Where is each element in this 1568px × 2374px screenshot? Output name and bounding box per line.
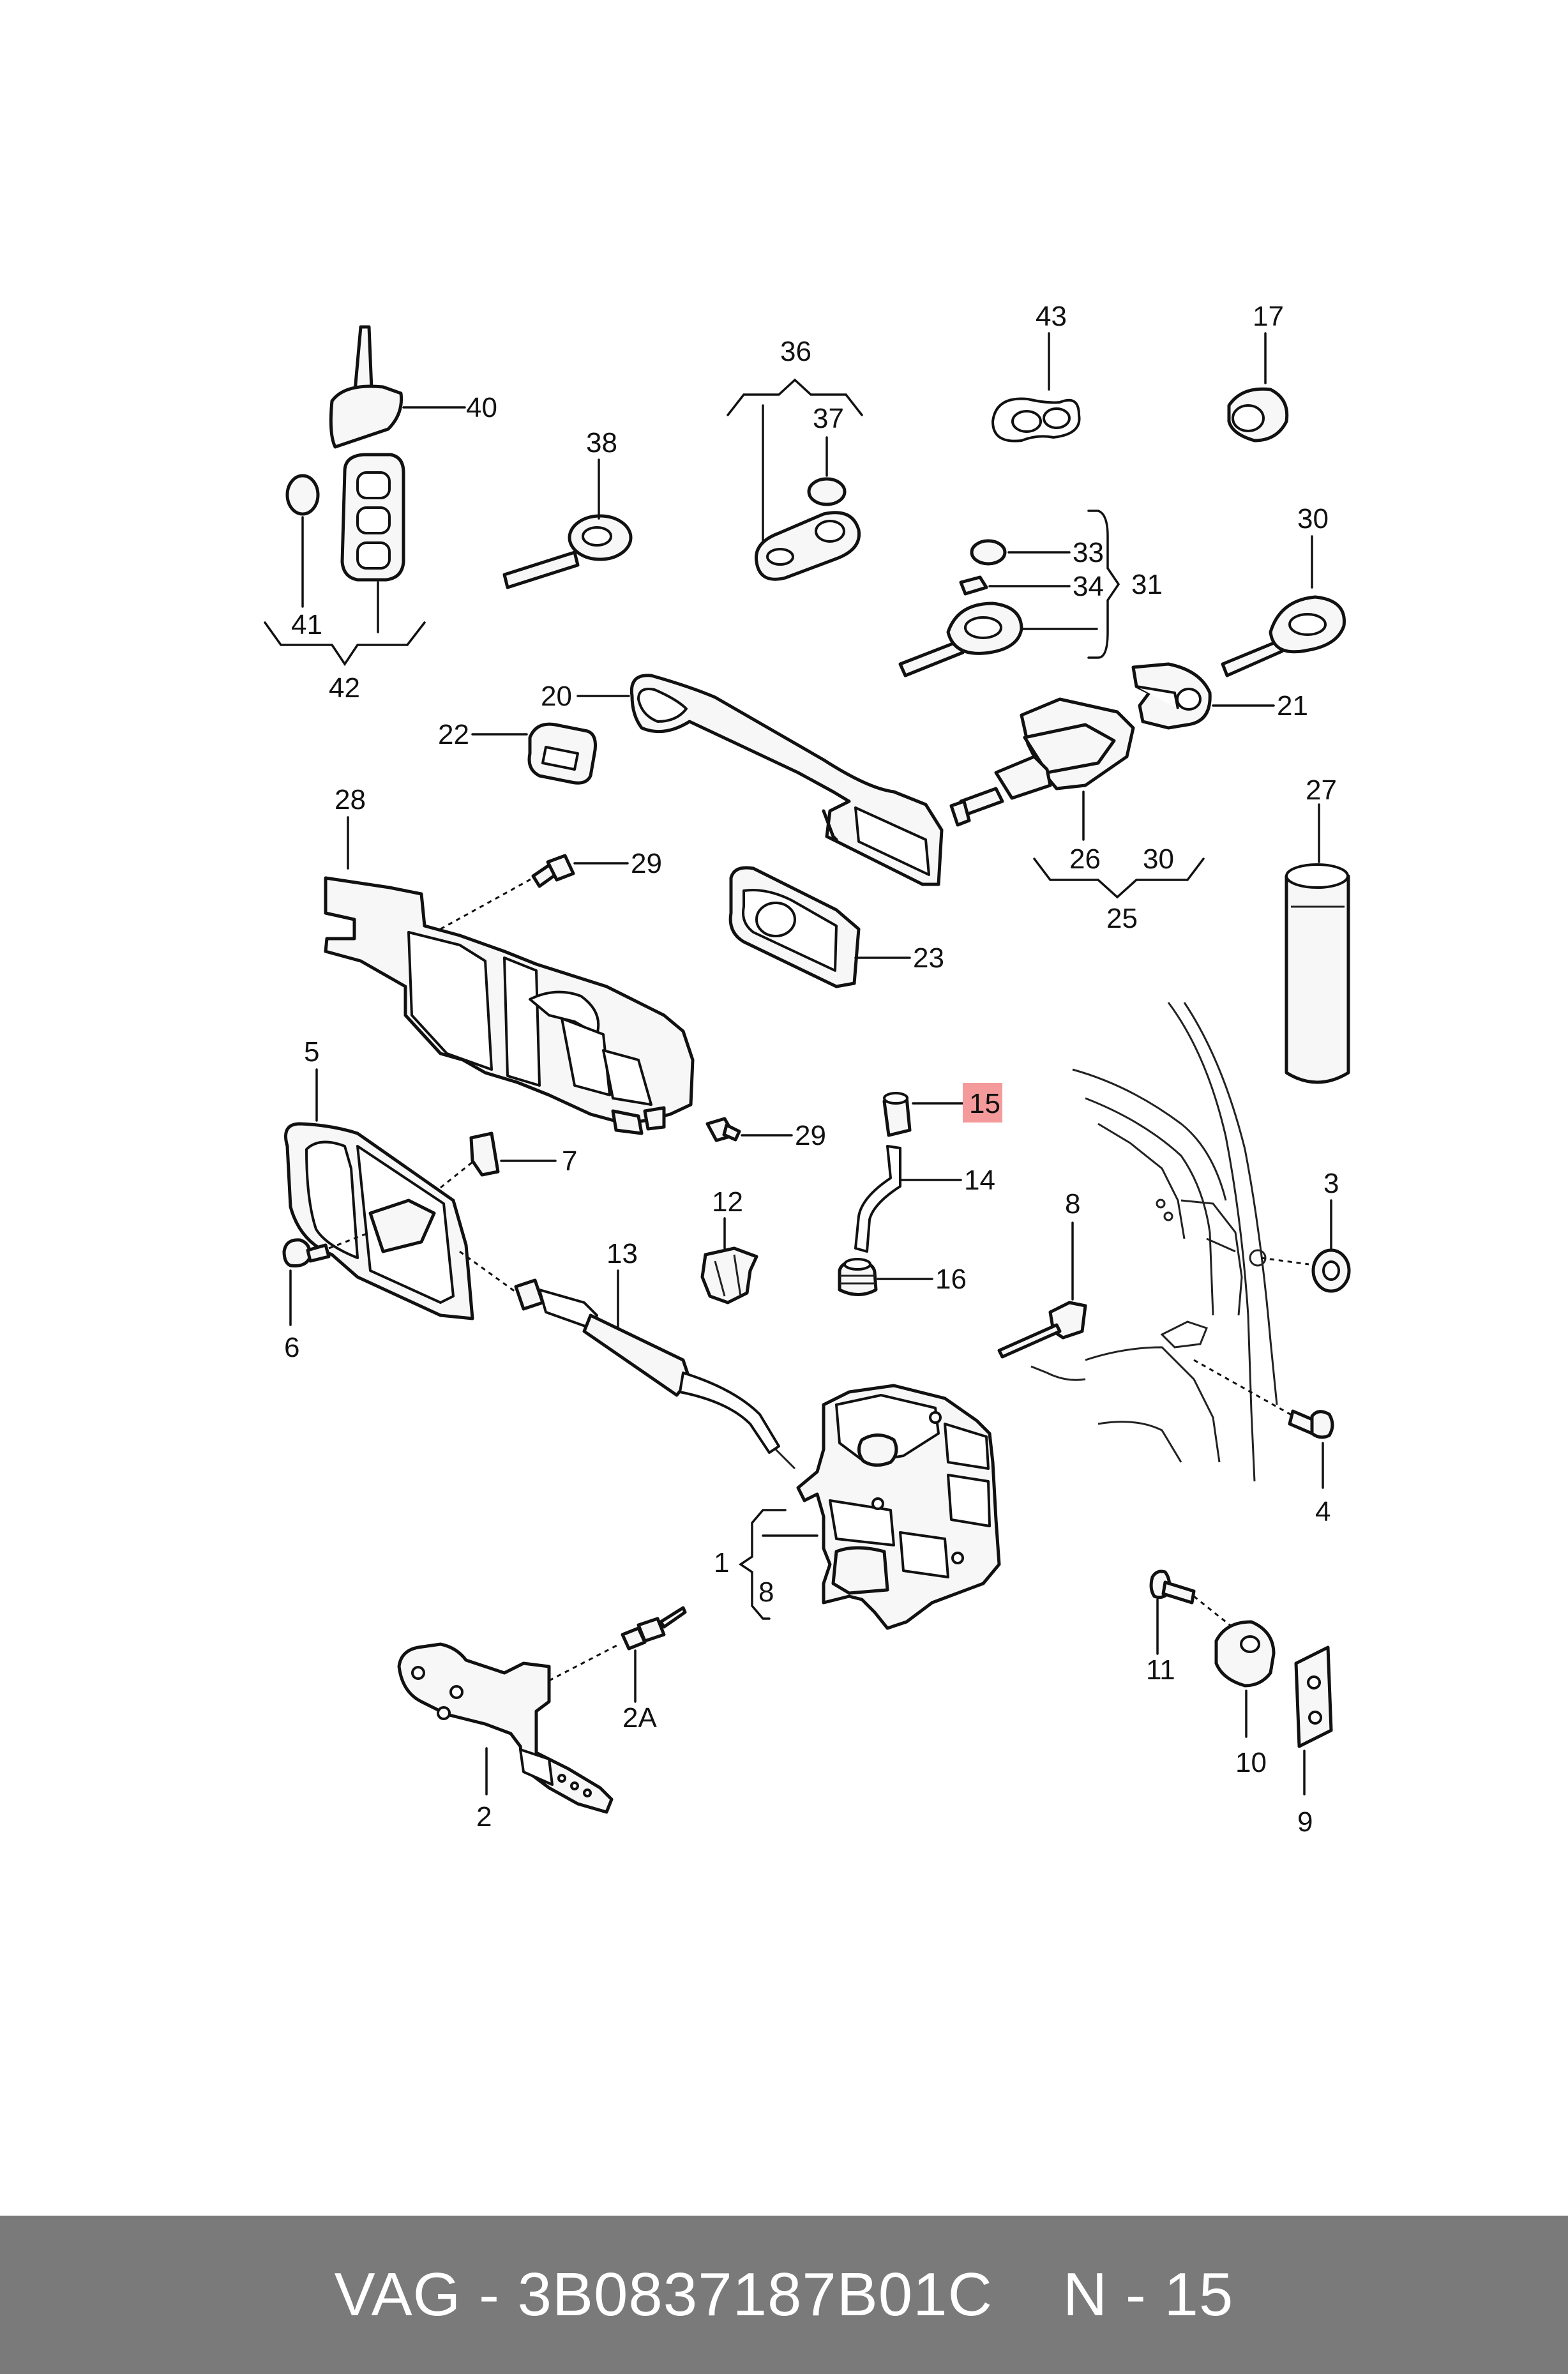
label-23: 23 <box>913 942 944 974</box>
label-21: 21 <box>1277 690 1308 722</box>
key-housing-part[interactable] <box>754 511 861 581</box>
label-6: 6 <box>284 1332 299 1363</box>
label-3: 3 <box>1323 1168 1339 1199</box>
trim-cap-part[interactable] <box>527 722 597 785</box>
label-1: 1 <box>714 1547 729 1578</box>
label-11: 11 <box>1146 1654 1175 1686</box>
lock-cylinder-part[interactable] <box>949 697 1135 827</box>
label-20: 20 <box>541 681 572 712</box>
label-15: 15 <box>969 1088 1000 1119</box>
screw-29-lower-part[interactable] <box>705 1117 741 1142</box>
label-7: 7 <box>562 1145 577 1177</box>
battery-ring-part[interactable] <box>285 474 320 516</box>
clip-7-part[interactable] <box>469 1131 500 1177</box>
label-38: 38 <box>586 427 617 458</box>
label-8-upper: 8 <box>1065 1188 1080 1220</box>
remote-control-part[interactable] <box>340 453 405 582</box>
handle-seal-part[interactable] <box>728 866 861 988</box>
inner-door-handle-part[interactable] <box>284 1122 474 1320</box>
door-lock-actuator-part[interactable] <box>796 1384 1001 1630</box>
striker-plate-part[interactable] <box>1214 1620 1276 1688</box>
door-frame-outline <box>1030 1002 1278 1482</box>
label-8-lower: 8 <box>758 1576 774 1608</box>
label-25: 25 <box>1106 903 1138 934</box>
label-34: 34 <box>1073 571 1104 602</box>
label-43: 43 <box>1036 301 1067 332</box>
label-10: 10 <box>1235 1747 1267 1778</box>
label-2: 2 <box>476 1801 492 1833</box>
label-28: 28 <box>335 784 366 815</box>
highlight-box <box>963 1083 1002 1123</box>
label-36: 36 <box>780 336 811 367</box>
label-37: 37 <box>813 403 844 434</box>
parts-diagram: 40 41 42 38 36 37 43 17 33 <box>264 301 1351 1838</box>
bolt-4-part[interactable] <box>1288 1409 1334 1439</box>
screw-6-part[interactable] <box>282 1238 331 1267</box>
label-4: 4 <box>1315 1496 1331 1527</box>
key-30-part[interactable] <box>1221 595 1346 677</box>
lock-rod-part[interactable] <box>854 1145 901 1253</box>
cable-part[interactable] <box>514 1278 796 1470</box>
label-42: 42 <box>329 672 360 704</box>
label-22: 22 <box>438 719 469 750</box>
label-5: 5 <box>304 1036 319 1068</box>
cap-33-part[interactable] <box>970 539 1007 566</box>
label-14: 14 <box>964 1165 995 1196</box>
clip-part[interactable] <box>700 1246 758 1304</box>
label-29-upper: 29 <box>631 848 662 879</box>
key-fob-blade-part[interactable] <box>329 325 403 449</box>
footer-position: N - 15 <box>1062 2260 1234 2329</box>
button-cap-part[interactable] <box>807 477 847 506</box>
footer-part-number: 3B0837187B01C <box>517 2260 993 2329</box>
screw-29-upper-part[interactable] <box>531 854 575 888</box>
bolt-11-part[interactable] <box>1149 1569 1196 1605</box>
handle-carrier-part[interactable] <box>324 876 695 1135</box>
label-2a: 2A <box>622 1702 657 1734</box>
key-blank-part[interactable] <box>502 514 633 589</box>
switch-8-part[interactable] <box>997 1301 1087 1359</box>
lock-cover-part[interactable] <box>1131 662 1212 730</box>
label-33: 33 <box>1073 537 1104 568</box>
label-29-lower: 29 <box>795 1120 826 1151</box>
lock-cylinder-cap-part[interactable] <box>1227 387 1289 442</box>
label-40: 40 <box>466 392 497 423</box>
lubricant-can-part[interactable] <box>1285 863 1350 1084</box>
footer-separator: - <box>478 2260 500 2329</box>
grommet-part[interactable] <box>1311 1248 1351 1293</box>
label-26: 26 <box>1069 843 1101 875</box>
label-27: 27 <box>1306 775 1337 806</box>
lock-knob-part[interactable] <box>882 1092 912 1137</box>
label-12: 12 <box>712 1186 743 1218</box>
key-31-part[interactable] <box>898 601 1023 677</box>
label-17: 17 <box>1253 301 1284 332</box>
label-30-lower: 30 <box>1143 843 1174 875</box>
label-41: 41 <box>291 609 322 640</box>
rod-guide-part[interactable] <box>838 1258 878 1296</box>
footer-brand: VAG <box>334 2260 462 2329</box>
label-31: 31 <box>1131 569 1163 600</box>
outer-door-handle-part[interactable] <box>629 674 944 886</box>
footer-bar: VAG - 3B0837187B01C N - 15 <box>0 2216 1568 2374</box>
shim-plate-part[interactable] <box>1294 1645 1333 1748</box>
pin-2a-part[interactable] <box>621 1606 687 1651</box>
label-9: 9 <box>1297 1806 1313 1838</box>
transponder-part[interactable] <box>959 575 988 596</box>
label-16: 16 <box>935 1264 967 1295</box>
label-30-upper: 30 <box>1297 503 1329 534</box>
bracket-part[interactable] <box>397 1642 614 1814</box>
label-13: 13 <box>607 1238 638 1269</box>
